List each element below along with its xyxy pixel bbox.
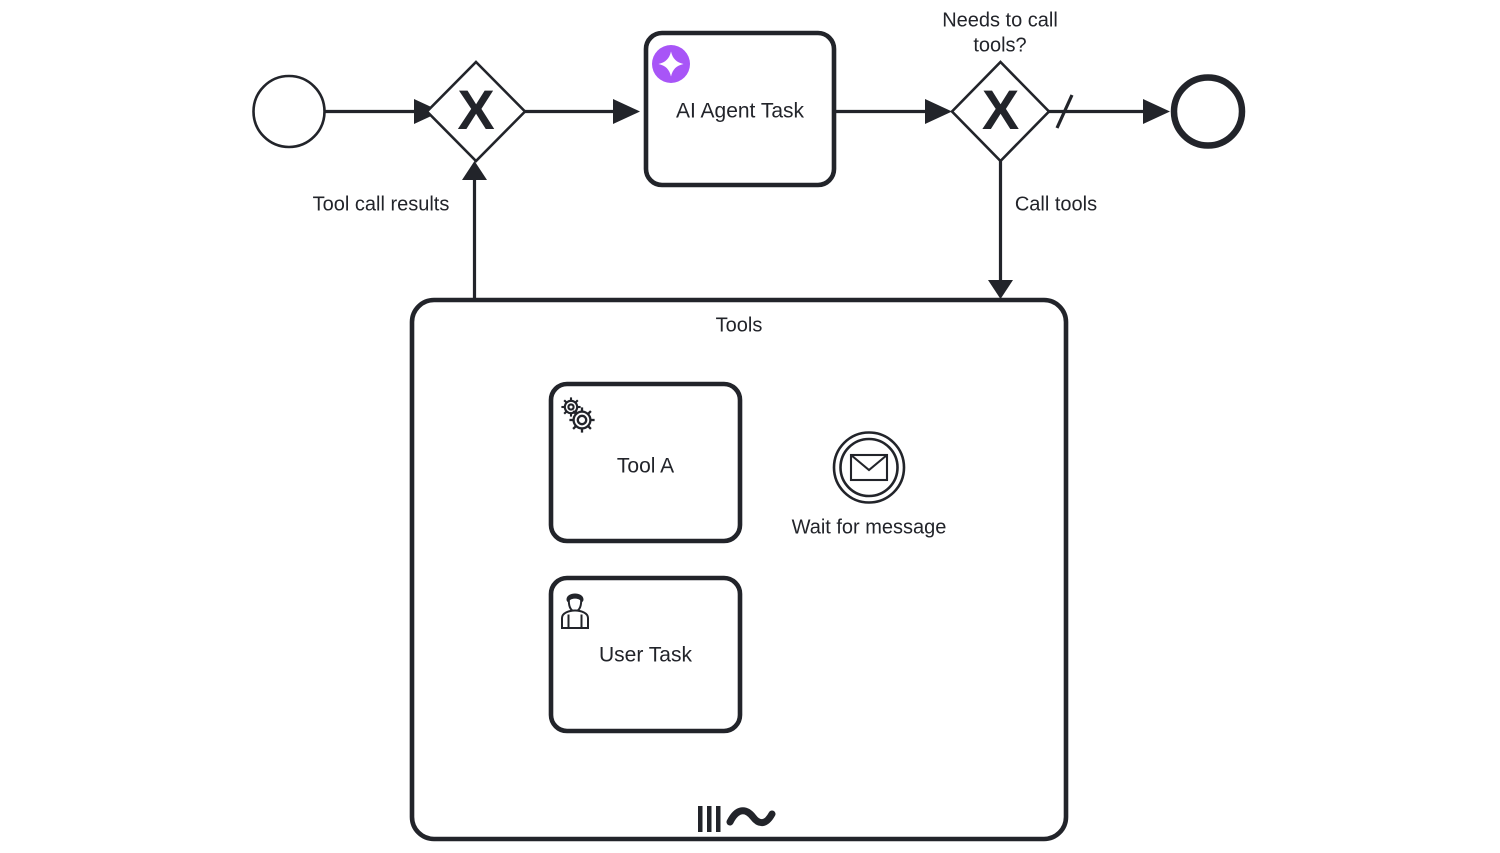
tool-a-task[interactable]: Tool A — [548, 381, 743, 544]
flow-decision-to-end[interactable] — [1048, 94, 1170, 129]
user-task[interactable]: User Task — [548, 575, 743, 734]
flow-decision-to-tools[interactable] — [988, 161, 1013, 299]
multi-instance-parallel-marker — [698, 806, 721, 832]
join-gateway[interactable]: X — [425, 60, 527, 163]
flow-label-tool-call-results: Tool call results — [313, 193, 450, 215]
flow-join-to-agent[interactable] — [525, 99, 640, 124]
wait-for-message-event[interactable]: Wait for message — [792, 431, 947, 539]
user-task-label: User Task — [599, 644, 692, 667]
ai-agent-task[interactable]: AI Agent Task — [643, 30, 837, 188]
ai-agent-task-label: AI Agent Task — [676, 100, 805, 123]
decision-gateway[interactable]: X Needs to call tools? — [942, 9, 1058, 163]
decision-gateway-label-line2: tools? — [973, 34, 1026, 56]
ai-sparkle-icon — [652, 45, 690, 83]
flow-start-to-join[interactable] — [325, 99, 441, 124]
ad-hoc-marker — [726, 807, 776, 827]
tools-subprocess[interactable]: Tools — [409, 297, 1069, 842]
gateway-x-marker-decision: X — [982, 78, 1019, 141]
flow-tools-to-join[interactable] — [462, 161, 487, 299]
tools-subprocess-label: Tools — [716, 314, 763, 336]
gateway-x-marker: X — [457, 78, 494, 141]
flow-label-call-tools: Call tools — [1015, 193, 1097, 215]
envelope-icon — [849, 453, 889, 482]
start-event[interactable] — [252, 74, 326, 149]
gear-icon — [561, 397, 595, 433]
tool-a-label: Tool A — [617, 455, 674, 478]
end-event[interactable] — [1170, 74, 1246, 149]
user-icon — [561, 593, 589, 629]
flow-agent-to-decision[interactable] — [834, 99, 952, 124]
wait-for-message-label: Wait for message — [792, 516, 947, 538]
decision-gateway-label-line1: Needs to call — [942, 9, 1058, 31]
default-flow-marker — [1055, 94, 1074, 129]
